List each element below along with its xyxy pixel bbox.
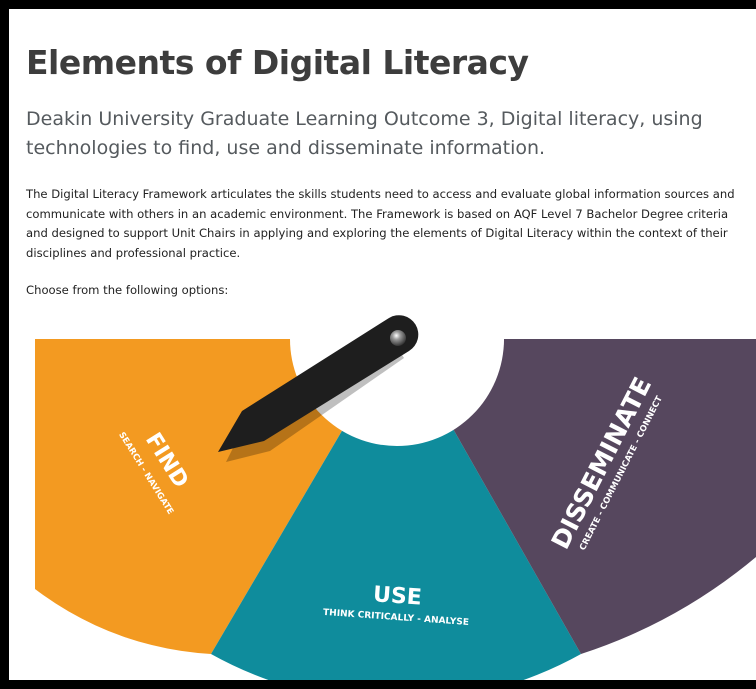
choose-prompt: Choose from the following options: [26,283,229,297]
use-label: USE [372,582,422,610]
digital-literacy-wheel: FIND SEARCH - NAVIGATE USE THINK CRITICA… [9,315,756,689]
page-title: Elements of Digital Literacy [26,43,529,82]
find-segment[interactable] [9,339,396,654]
pointer-knob-icon[interactable] [390,330,406,346]
disseminate-segment[interactable] [452,339,756,654]
use-segment[interactable] [211,424,581,689]
pointer-needle[interactable] [218,315,419,462]
page-subtitle: Deakin University Graduate Learning Outc… [26,108,703,159]
intro-paragraph: The Digital Literacy Framework articulat… [26,187,735,260]
